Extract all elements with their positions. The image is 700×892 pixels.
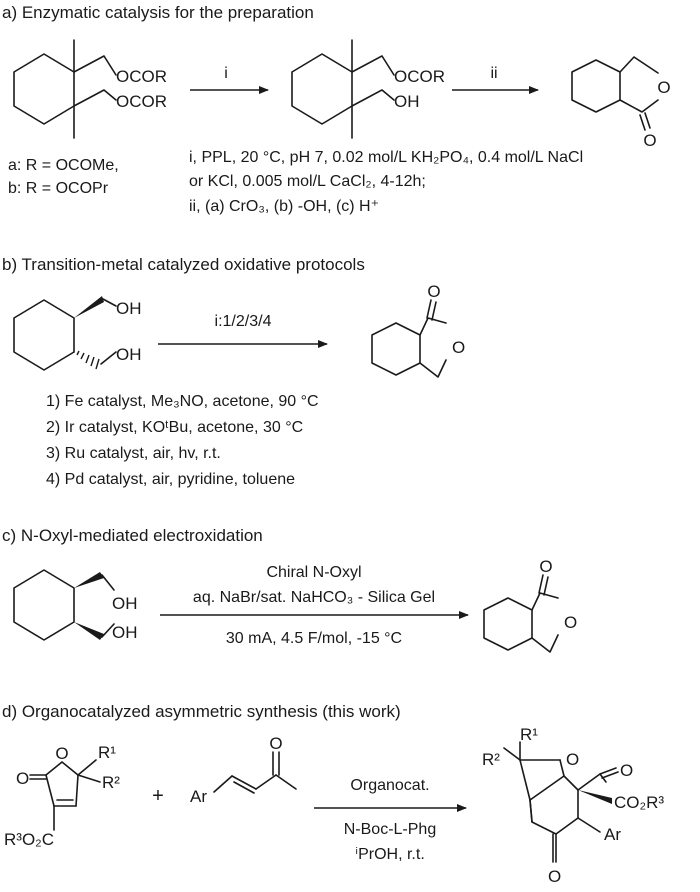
diol-structure-b [13, 296, 117, 371]
diol-b-oh-bottom: OH [116, 345, 142, 364]
variant-a: a: R = OCOMe, [8, 157, 119, 174]
plus-sign: + [152, 785, 164, 807]
lactone-a-ring-o: O [657, 78, 670, 97]
product-ar: Ar [604, 825, 621, 844]
butenolide-ring-o: O [55, 744, 68, 763]
enone-structure [213, 751, 297, 794]
conditions-i-line2: or KCl, 0.005 mol/L CaCl₂, 4-12h; [189, 173, 426, 190]
condition-b-3: 3) Ru catalyst, air, hv, r.t. [46, 445, 221, 462]
diol-structure-c [13, 569, 115, 641]
section-a-heading: a) Enzymatic catalysis for the preparati… [2, 3, 314, 22]
monoester-group-top: OCOR [394, 67, 445, 86]
enone-carbonyl-o: O [269, 734, 282, 753]
arrow-d-below-2: ⁱPrOH, r.t. [355, 846, 425, 863]
lactone-c-ring-o: O [564, 613, 577, 632]
lactone-a-carbonyl-o: O [643, 131, 656, 150]
lactone-b-carbonyl-o: O [427, 282, 440, 301]
diester-structure [13, 39, 117, 139]
monoester-group-bottom: OH [394, 92, 420, 111]
conditions-i-line1: i, PPL, 20 °C, pH 7, 0.02 mol/L KH₂PO₄, … [189, 149, 583, 166]
variant-b: b: R = OCOPr [8, 180, 109, 197]
section-b-heading: b) Transition-metal catalyzed oxidative … [2, 255, 365, 274]
condition-b-4: 4) Pd catalyst, air, pyridine, toluene [46, 471, 295, 488]
arrow-d-above: Organocat. [350, 777, 429, 794]
butenolide-r1: R¹ [98, 743, 116, 762]
butenolide-structure [29, 759, 101, 831]
product-ring-o: O [566, 750, 579, 769]
butenolide-r2: R² [102, 773, 120, 792]
lactone-product-a [571, 56, 659, 131]
step-label-i: i [224, 65, 228, 82]
product-r2: R² [482, 750, 500, 769]
arrow-c-below: 30 mA, 4.5 F/mol, -15 °C [226, 630, 402, 647]
arrow-b-label: i:1/2/3/4 [215, 313, 272, 330]
conditions-ii: ii, (a) CrO₃, (b) -OH, (c) H⁺ [189, 198, 379, 215]
step-label-ii: ii [490, 65, 497, 82]
condition-b-1: 1) Fe catalyst, Me₃NO, acetone, 90 °C [46, 393, 319, 410]
arrow-c-above-2: aq. NaBr/sat. NaHCO₃ - Silica Gel [193, 589, 435, 606]
lactone-c-carbonyl-o: O [539, 557, 552, 576]
condition-b-2: 2) Ir catalyst, KOᵗBu, acetone, 30 °C [46, 419, 303, 436]
section-d-heading: d) Organocatalyzed asymmetric synthesis … [2, 702, 401, 721]
lactone-b-ring-o: O [452, 338, 465, 357]
lactone-product-c [483, 574, 559, 653]
product-carbonyl-o: O [620, 761, 633, 780]
product-r1: R¹ [520, 725, 538, 744]
diol-c-oh-top: OH [112, 594, 138, 613]
lactone-product-b [371, 299, 447, 378]
bicyclic-product [503, 741, 619, 863]
arrow-d-below-1: N-Boc-L-Phg [344, 821, 436, 838]
diol-b-oh-top: OH [116, 299, 142, 318]
section-c-heading: c) N-Oxyl-mediated electroxidation [2, 526, 263, 545]
butenolide-ester: R³O₂C [4, 830, 54, 849]
product-ketone-o: O [548, 867, 561, 886]
butenolide-carbonyl-o: O [16, 769, 29, 788]
enone-ar: Ar [190, 787, 207, 806]
monoester-structure [291, 39, 395, 139]
diester-group-bottom: OCOR [116, 92, 167, 111]
diol-c-oh-bottom: OH [112, 623, 138, 642]
arrow-c-above-1: Chiral N-Oxyl [266, 564, 361, 581]
product-ester: CO₂R³ [614, 793, 664, 812]
diester-group-top: OCOR [116, 67, 167, 86]
